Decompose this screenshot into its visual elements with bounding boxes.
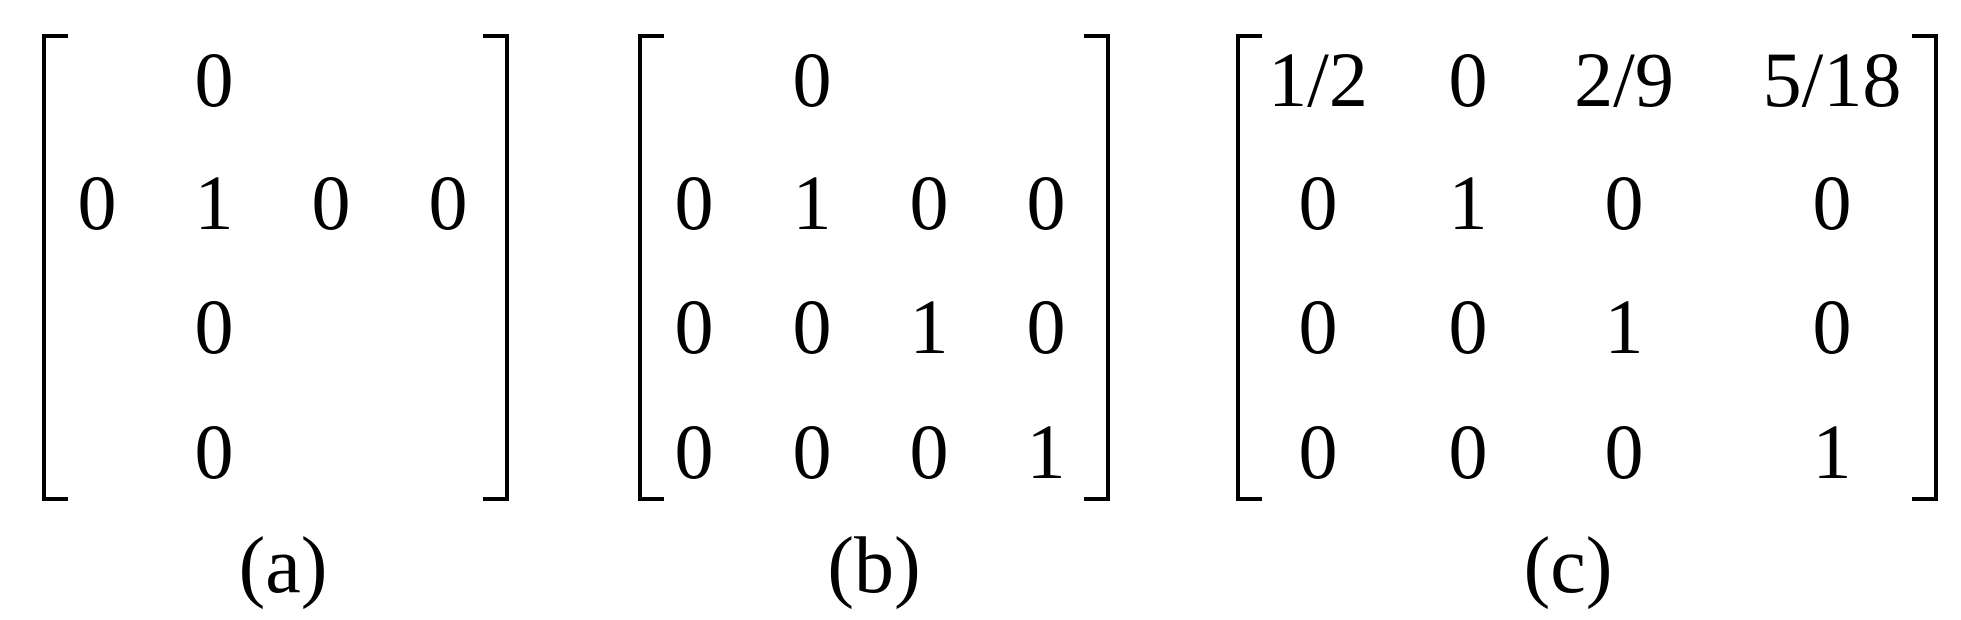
left-bracket [42,34,68,501]
right-bracket [1084,34,1110,501]
left-bracket [638,34,664,501]
left-bracket [1236,34,1262,501]
right-bracket [483,34,509,501]
right-bracket [1912,34,1938,501]
